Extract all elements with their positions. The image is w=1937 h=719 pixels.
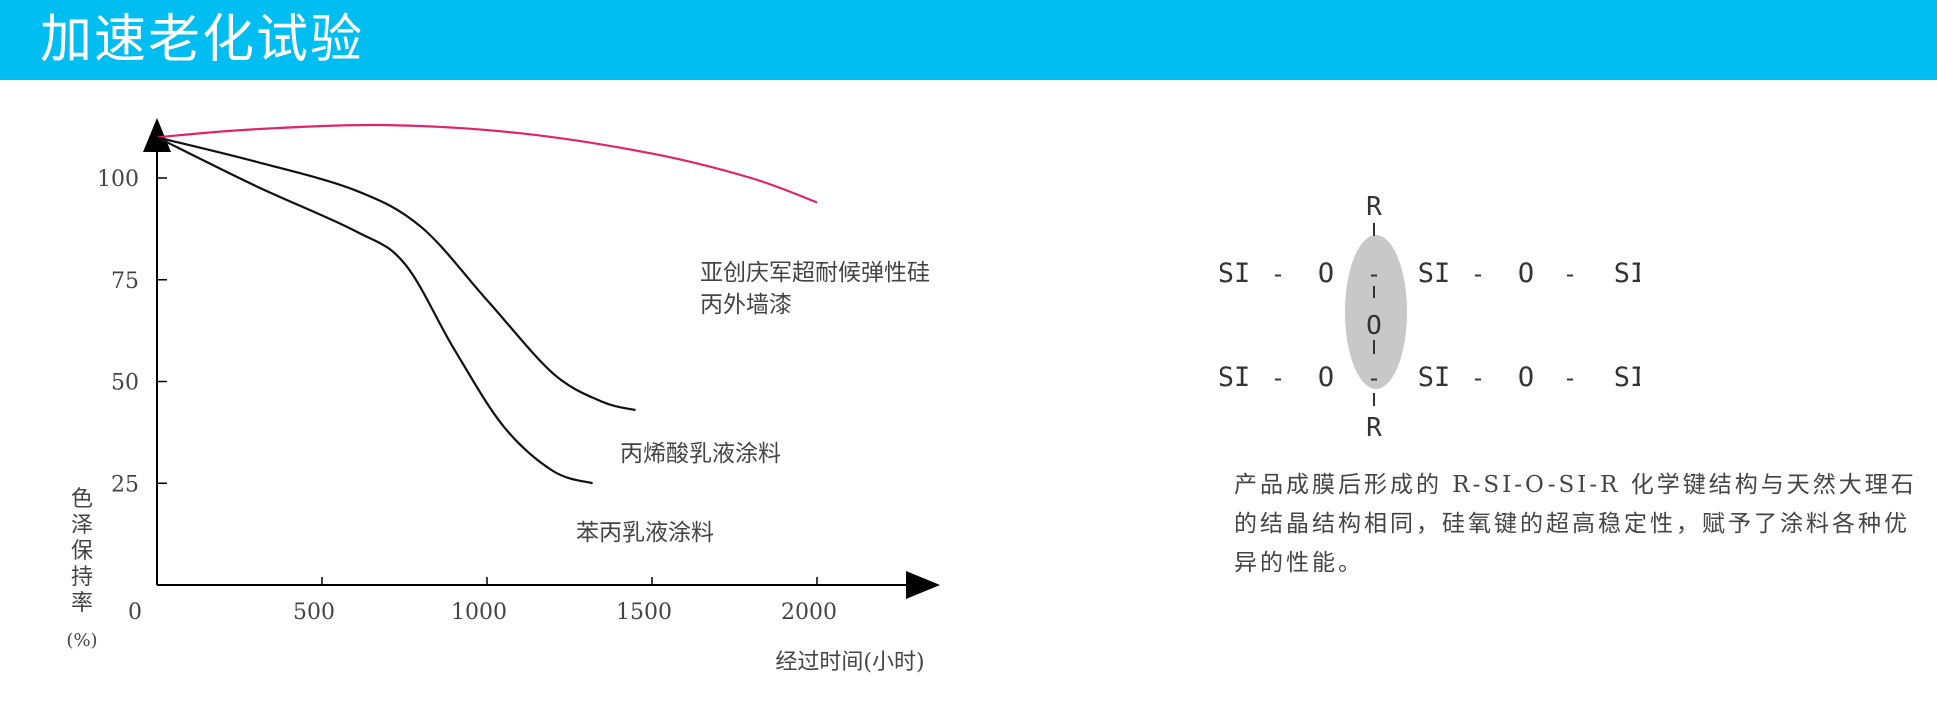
x-tick-label-1500: 1500 [616, 600, 672, 625]
molecule-atom-r2-c7: O [1518, 362, 1534, 393]
molecule-bond-r1-c8: - [1563, 260, 1577, 288]
series-line-2 [156, 136, 636, 412]
series-label-1: 亚创庆军超耐候弹性硅丙外墙漆 [700, 260, 930, 318]
molecule-atom-r1-c5: SI [1418, 258, 1451, 289]
molecule-bridge-atom: O [1366, 311, 1382, 341]
molecule-atom-r1-c3: O [1318, 258, 1334, 289]
molecule-atom-r2-c9: SI [1614, 362, 1640, 393]
y-axis-arrow [143, 118, 171, 152]
series-label-2: 丙烯酸乳液涂料 [620, 441, 781, 467]
aging-chart: 0 500 1000 1500 2000 25 50 75 100 色泽保持率(%) 经过时间(小时… [66, 118, 940, 675]
y-tick-label-75: 75 [111, 269, 139, 294]
molecule-atom-r1-c1: SI [1220, 258, 1250, 289]
molecule-bottom-group: R [1366, 413, 1382, 443]
x-tick-label-1000: 1000 [451, 600, 507, 625]
series-line-1 [156, 123, 818, 204]
molecule-bond-r1-c6: - [1471, 260, 1485, 288]
molecule-atom-r2-c5: SI [1418, 362, 1451, 393]
header-banner: 加速老化试验 [0, 0, 1937, 80]
molecule-bond-r2-c6: - [1471, 364, 1485, 392]
highlight-ellipse [1345, 235, 1407, 389]
series-line-3 [156, 136, 593, 485]
x-tick-label-0: 0 [128, 600, 142, 625]
page-title: 加速老化试验 [40, 10, 365, 70]
molecule-atom-r2-c1: SI [1220, 362, 1250, 393]
molecule-bond-r2-c4: - [1367, 364, 1381, 392]
molecule-atom-r1-c7: O [1518, 258, 1534, 289]
molecule-bond-r2-c2: - [1271, 364, 1285, 392]
x-tick-label-2000: 2000 [781, 600, 837, 625]
molecule-atom-r2-c3: O [1318, 362, 1334, 393]
y-tick-label-25: 25 [111, 472, 139, 497]
y-axis-label: 色泽保持率(%) [66, 487, 97, 651]
x-tick-label-500: 500 [293, 600, 335, 625]
molecule-bond-r2-c8: - [1563, 364, 1577, 392]
y-tick-label-100: 100 [97, 167, 139, 192]
molecule-atom-r1-c9: SI [1614, 258, 1640, 289]
series-label-3: 苯丙乳液涂料 [576, 520, 714, 546]
molecule-bond-r1-c2: - [1271, 260, 1285, 288]
molecule-bond-r1-c4: - [1367, 260, 1381, 288]
molecule-top-group: R [1366, 192, 1382, 222]
description-text: 产品成膜后形成的 R-SI-O-SI-R 化学键结构与天然大理石的结晶结构相同，… [1234, 472, 1917, 576]
x-axis-label: 经过时间(小时) [775, 650, 924, 675]
x-axis-arrow [906, 571, 940, 599]
y-tick-label-50: 50 [111, 371, 139, 396]
